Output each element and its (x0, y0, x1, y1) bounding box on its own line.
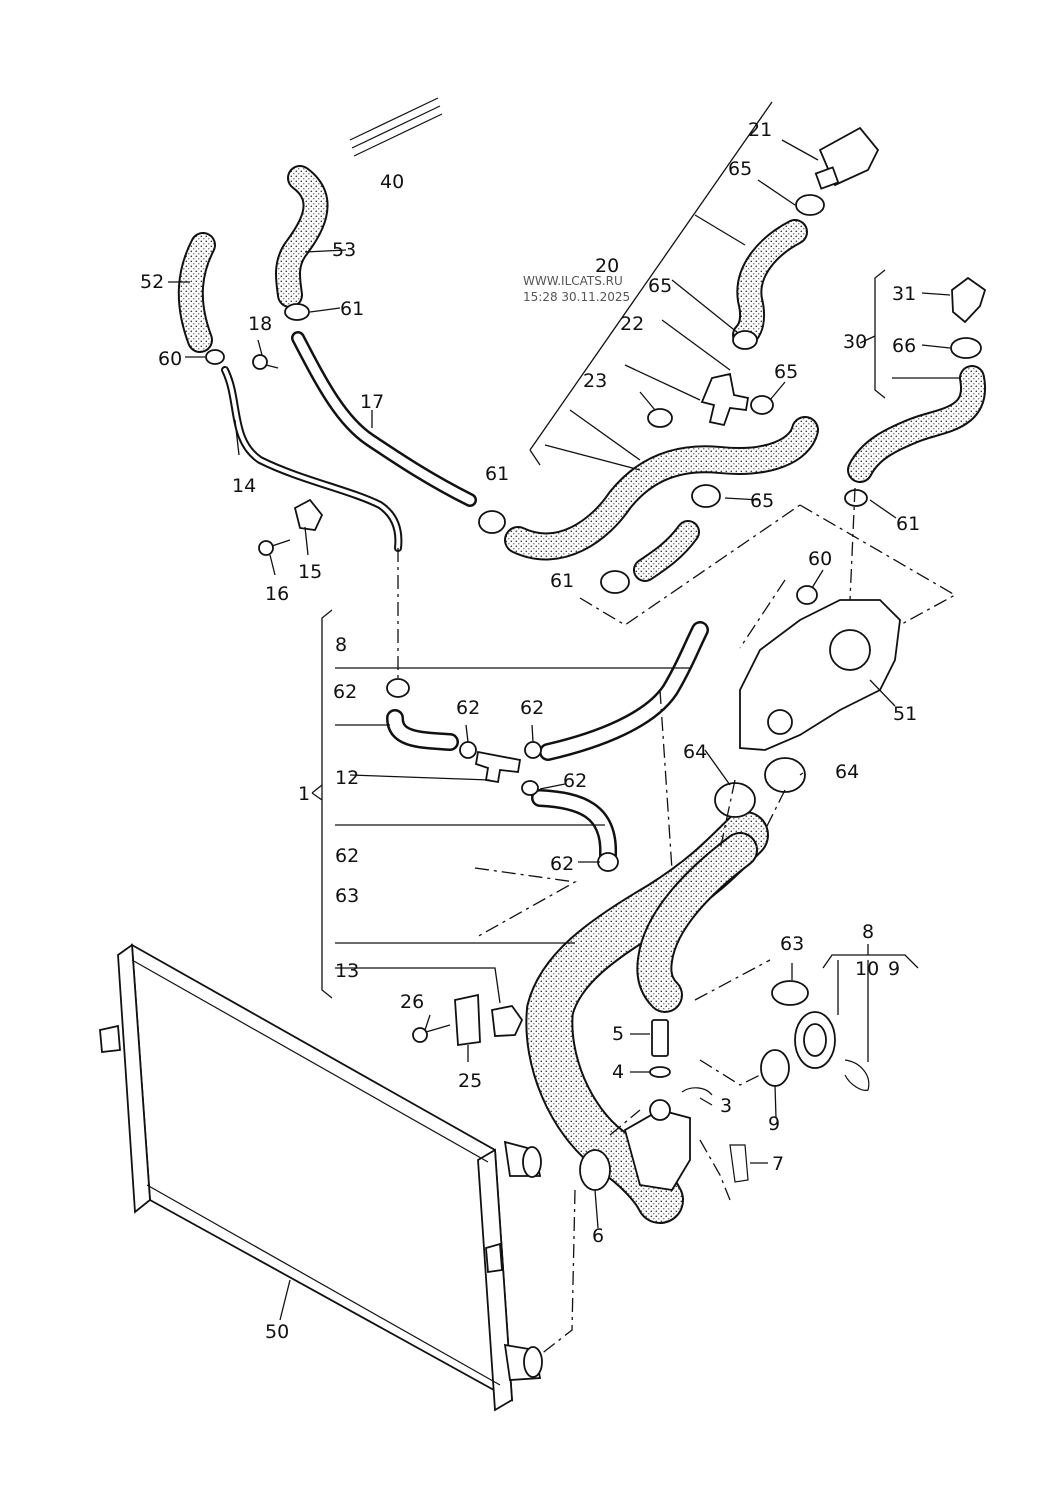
label-62-c: 62 (520, 697, 544, 719)
bracket-15 (293, 498, 324, 531)
label-26: 26 (400, 991, 424, 1013)
label-18: 18 (248, 313, 272, 335)
hose-12-lower (531, 789, 618, 864)
t-piece-12 (474, 750, 522, 784)
label-65-a: 65 (728, 158, 752, 180)
label-12: 12 (335, 767, 359, 789)
label-16: 16 (265, 583, 289, 605)
label-62-a: 62 (333, 681, 357, 703)
water-pump-housing-51 (739, 599, 901, 751)
label-63-b: 63 (780, 933, 804, 955)
hose-53 (275, 165, 329, 308)
clamp-66 (950, 337, 982, 359)
label-61-b: 61 (485, 463, 509, 485)
hose-20 (504, 416, 819, 561)
label-30: 30 (843, 331, 867, 353)
hose-short-61 (633, 520, 700, 582)
hose-52 (177, 232, 216, 353)
branch-hose-lower (636, 832, 758, 1013)
label-61-d: 61 (550, 570, 574, 592)
bolt-26 (412, 1024, 451, 1043)
hose-22-upper (732, 219, 808, 348)
label-51: 51 (893, 703, 917, 725)
clip-13 (491, 1005, 524, 1037)
watermark-site: WWW.ILCATS.RU (523, 274, 623, 288)
label-25: 25 (458, 1070, 482, 1092)
pipe-17 (291, 331, 477, 507)
label-61-a: 61 (340, 298, 364, 320)
hose-8 (539, 621, 709, 761)
thermostat-housing (623, 1099, 691, 1191)
watermark-timestamp: 15:28 30.11.2025 (523, 290, 630, 304)
label-64-a: 64 (683, 741, 707, 763)
label-13: 13 (335, 960, 359, 982)
label-63-a: 63 (335, 885, 359, 907)
clip-40 (349, 97, 443, 157)
flange-10 (794, 1011, 836, 1069)
label-64-b: 64 (835, 761, 859, 783)
dashed-lines (397, 487, 957, 1356)
hose-62-left (386, 709, 459, 751)
t-piece-22 (700, 372, 750, 427)
label-22: 22 (620, 313, 644, 335)
label-17: 17 (360, 391, 384, 413)
cap-23 (647, 408, 673, 428)
label-60-a: 60 (158, 348, 182, 370)
clip-3 (681, 1087, 713, 1096)
leader-lines (168, 101, 960, 1321)
label-62-f: 62 (550, 853, 574, 875)
part-labels: 40 21 65 53 52 20 65 31 61 18 22 30 66 6… (140, 119, 920, 1343)
label-3: 3 (720, 1095, 732, 1117)
bracket-25 (454, 993, 481, 1047)
hose-30 (847, 365, 986, 483)
label-61-c: 61 (896, 513, 920, 535)
clamp-63 (771, 980, 809, 1006)
label-65-d: 65 (750, 490, 774, 512)
connector-21 (814, 126, 880, 190)
label-40: 40 (380, 171, 404, 193)
hose-clamps (205, 194, 868, 872)
radiator-upper-inlet (503, 1140, 542, 1178)
label-7: 7 (772, 1153, 784, 1175)
label-6: 6 (592, 1225, 604, 1247)
label-15: 15 (298, 561, 322, 583)
label-5: 5 (612, 1023, 624, 1045)
label-1: 1 (298, 783, 310, 805)
label-65-b: 65 (648, 275, 672, 297)
connector-31 (951, 276, 987, 324)
label-14: 14 (232, 475, 256, 497)
label-66: 66 (892, 335, 916, 357)
label-62-e: 62 (335, 845, 359, 867)
clip-7 (729, 1144, 749, 1183)
label-62-d: 62 (563, 770, 587, 792)
label-31: 31 (892, 283, 916, 305)
bolt-16 (258, 539, 291, 556)
bolt-18 (252, 354, 279, 370)
label-53: 53 (332, 239, 356, 261)
label-21: 21 (748, 119, 772, 141)
pipe-14 (221, 366, 403, 552)
label-8-b: 8 (862, 921, 874, 943)
label-9-a: 9 (888, 958, 900, 980)
sensor-5 (651, 1019, 669, 1057)
radiator (99, 943, 543, 1412)
label-52: 52 (140, 271, 164, 293)
o-ring-9 (760, 1049, 790, 1087)
label-62-b: 62 (456, 697, 480, 719)
label-9-b: 9 (768, 1113, 780, 1135)
clip-9-right (844, 1059, 870, 1091)
seal-4 (649, 1066, 671, 1078)
label-20: 20 (595, 255, 619, 277)
label-23: 23 (583, 370, 607, 392)
radiator-lower-outlet (503, 1343, 543, 1381)
label-8-a: 8 (335, 634, 347, 656)
o-ring-6 (579, 1149, 611, 1191)
label-50: 50 (265, 1321, 289, 1343)
label-60-b: 60 (808, 548, 832, 570)
label-4: 4 (612, 1061, 624, 1083)
label-10: 10 (855, 958, 879, 980)
label-65-c: 65 (774, 361, 798, 383)
